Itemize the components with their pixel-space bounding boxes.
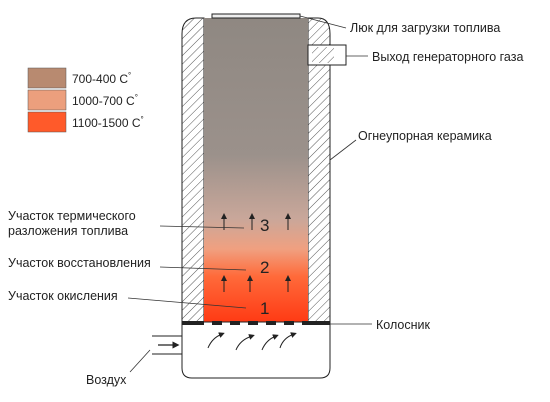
ash-chamber (181, 321, 331, 379)
leader-lines (127, 15, 372, 373)
zone-3-number: 3 (260, 216, 269, 235)
right-ceramic-wall (307, 17, 331, 323)
legend-swatch-1 (27, 67, 67, 89)
grate-label: Колосник (376, 318, 430, 332)
legend-swatch-2 (27, 89, 67, 111)
air-inlet-pipe (152, 335, 183, 355)
zone-1-label: Участок окисления (8, 289, 118, 303)
legend-label-2: 1000-700 C° (72, 93, 138, 108)
gasifier-body (152, 13, 347, 379)
zone-1-number: 1 (260, 299, 269, 318)
left-ceramic-wall (181, 17, 205, 323)
temperature-legend: 700-400 C° 1000-700 C° 1100-1500 C° (27, 67, 144, 133)
air-label: Воздух (86, 373, 127, 387)
zone-2-number: 2 (260, 258, 269, 277)
gas-flow-arrows (221, 213, 291, 292)
zone-3-label-line2: разложения топлива (8, 224, 128, 238)
air-flow-arrows (207, 332, 297, 351)
zone-3-label-line1: Участок термического (8, 209, 136, 223)
zone-2-label: Участок восстановления (8, 256, 151, 270)
grate (182, 321, 330, 325)
gas-outlet-pipe (307, 44, 347, 66)
loading-hatch-label: Люк для загрузки топлива (350, 21, 500, 35)
ceramic-label: Огнеупорная керамика (358, 129, 492, 143)
gas-outlet-label: Выход генераторного газа (372, 50, 523, 64)
loading-hatch (211, 13, 301, 19)
legend-label-1: 700-400 C° (72, 71, 131, 86)
fuel-column (204, 18, 308, 322)
legend-swatch-3 (27, 111, 67, 133)
legend-label-3: 1100-1500 C° (72, 115, 144, 130)
